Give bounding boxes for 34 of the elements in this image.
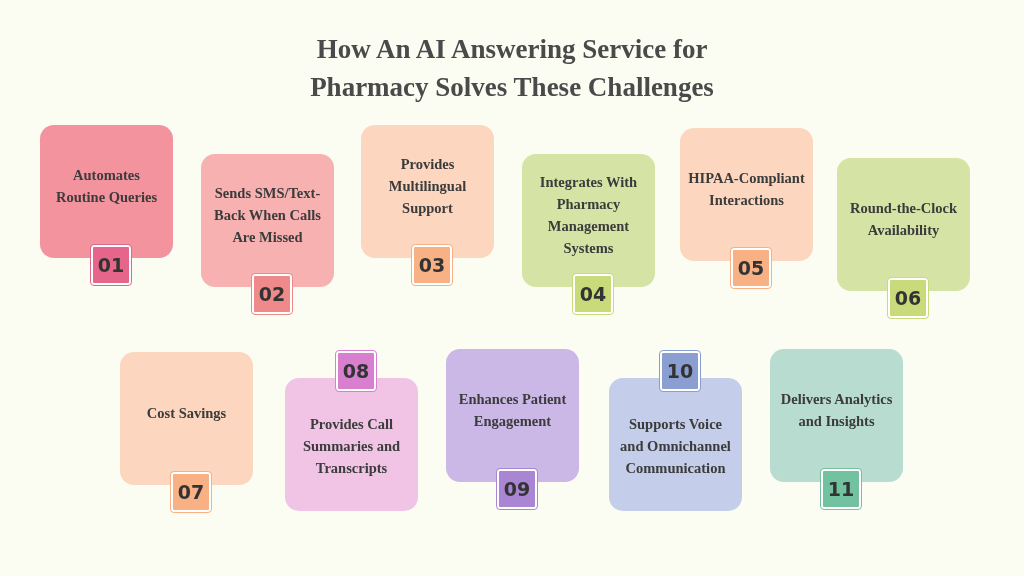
- card-text: Cost Savings: [146, 403, 227, 423]
- number-badge: 11: [821, 469, 861, 509]
- card-text: Round-the-Clock Availability: [848, 198, 959, 240]
- card-text: Sends SMS/Text-Back When Calls Are Missed: [213, 183, 322, 247]
- number-badge: 01: [91, 245, 131, 285]
- card-text: Automates Routine Queries: [54, 165, 159, 207]
- number-badge: 07: [171, 472, 211, 512]
- number-badge: 04: [573, 274, 613, 314]
- card: [680, 128, 813, 261]
- number-badge: 09: [497, 469, 537, 509]
- card: [361, 125, 494, 258]
- card-text: Integrates With Pharmacy Management Systems: [538, 172, 639, 258]
- number-badge: 06: [888, 278, 928, 318]
- card-text: Provides Call Summaries and Transcripts: [301, 414, 402, 478]
- card: [40, 125, 173, 258]
- card-text: Provides Multilingual Support: [387, 154, 468, 218]
- card: [770, 349, 903, 482]
- number-badge: 03: [412, 245, 452, 285]
- card: [837, 158, 970, 291]
- card-text: Supports Voice and Omnichannel Communication: [619, 414, 732, 478]
- number-badge: 08: [336, 351, 376, 391]
- card: [201, 154, 334, 287]
- number-badge: 02: [252, 274, 292, 314]
- title: How An AI Answering Service for Pharmacy Solves These Challenges: [309, 33, 715, 104]
- card: [446, 349, 579, 482]
- card: [120, 352, 253, 485]
- card: [609, 378, 742, 511]
- card-text: Delivers Analytics and Insights: [779, 389, 894, 431]
- number-badge: 05: [731, 248, 771, 288]
- card-text: Enhances Patient Engagement: [457, 389, 568, 431]
- card: [522, 154, 655, 287]
- number-badge: 10: [660, 351, 700, 391]
- card-text: HIPAA-Compliant Interactions: [688, 168, 805, 210]
- card: [285, 378, 418, 511]
